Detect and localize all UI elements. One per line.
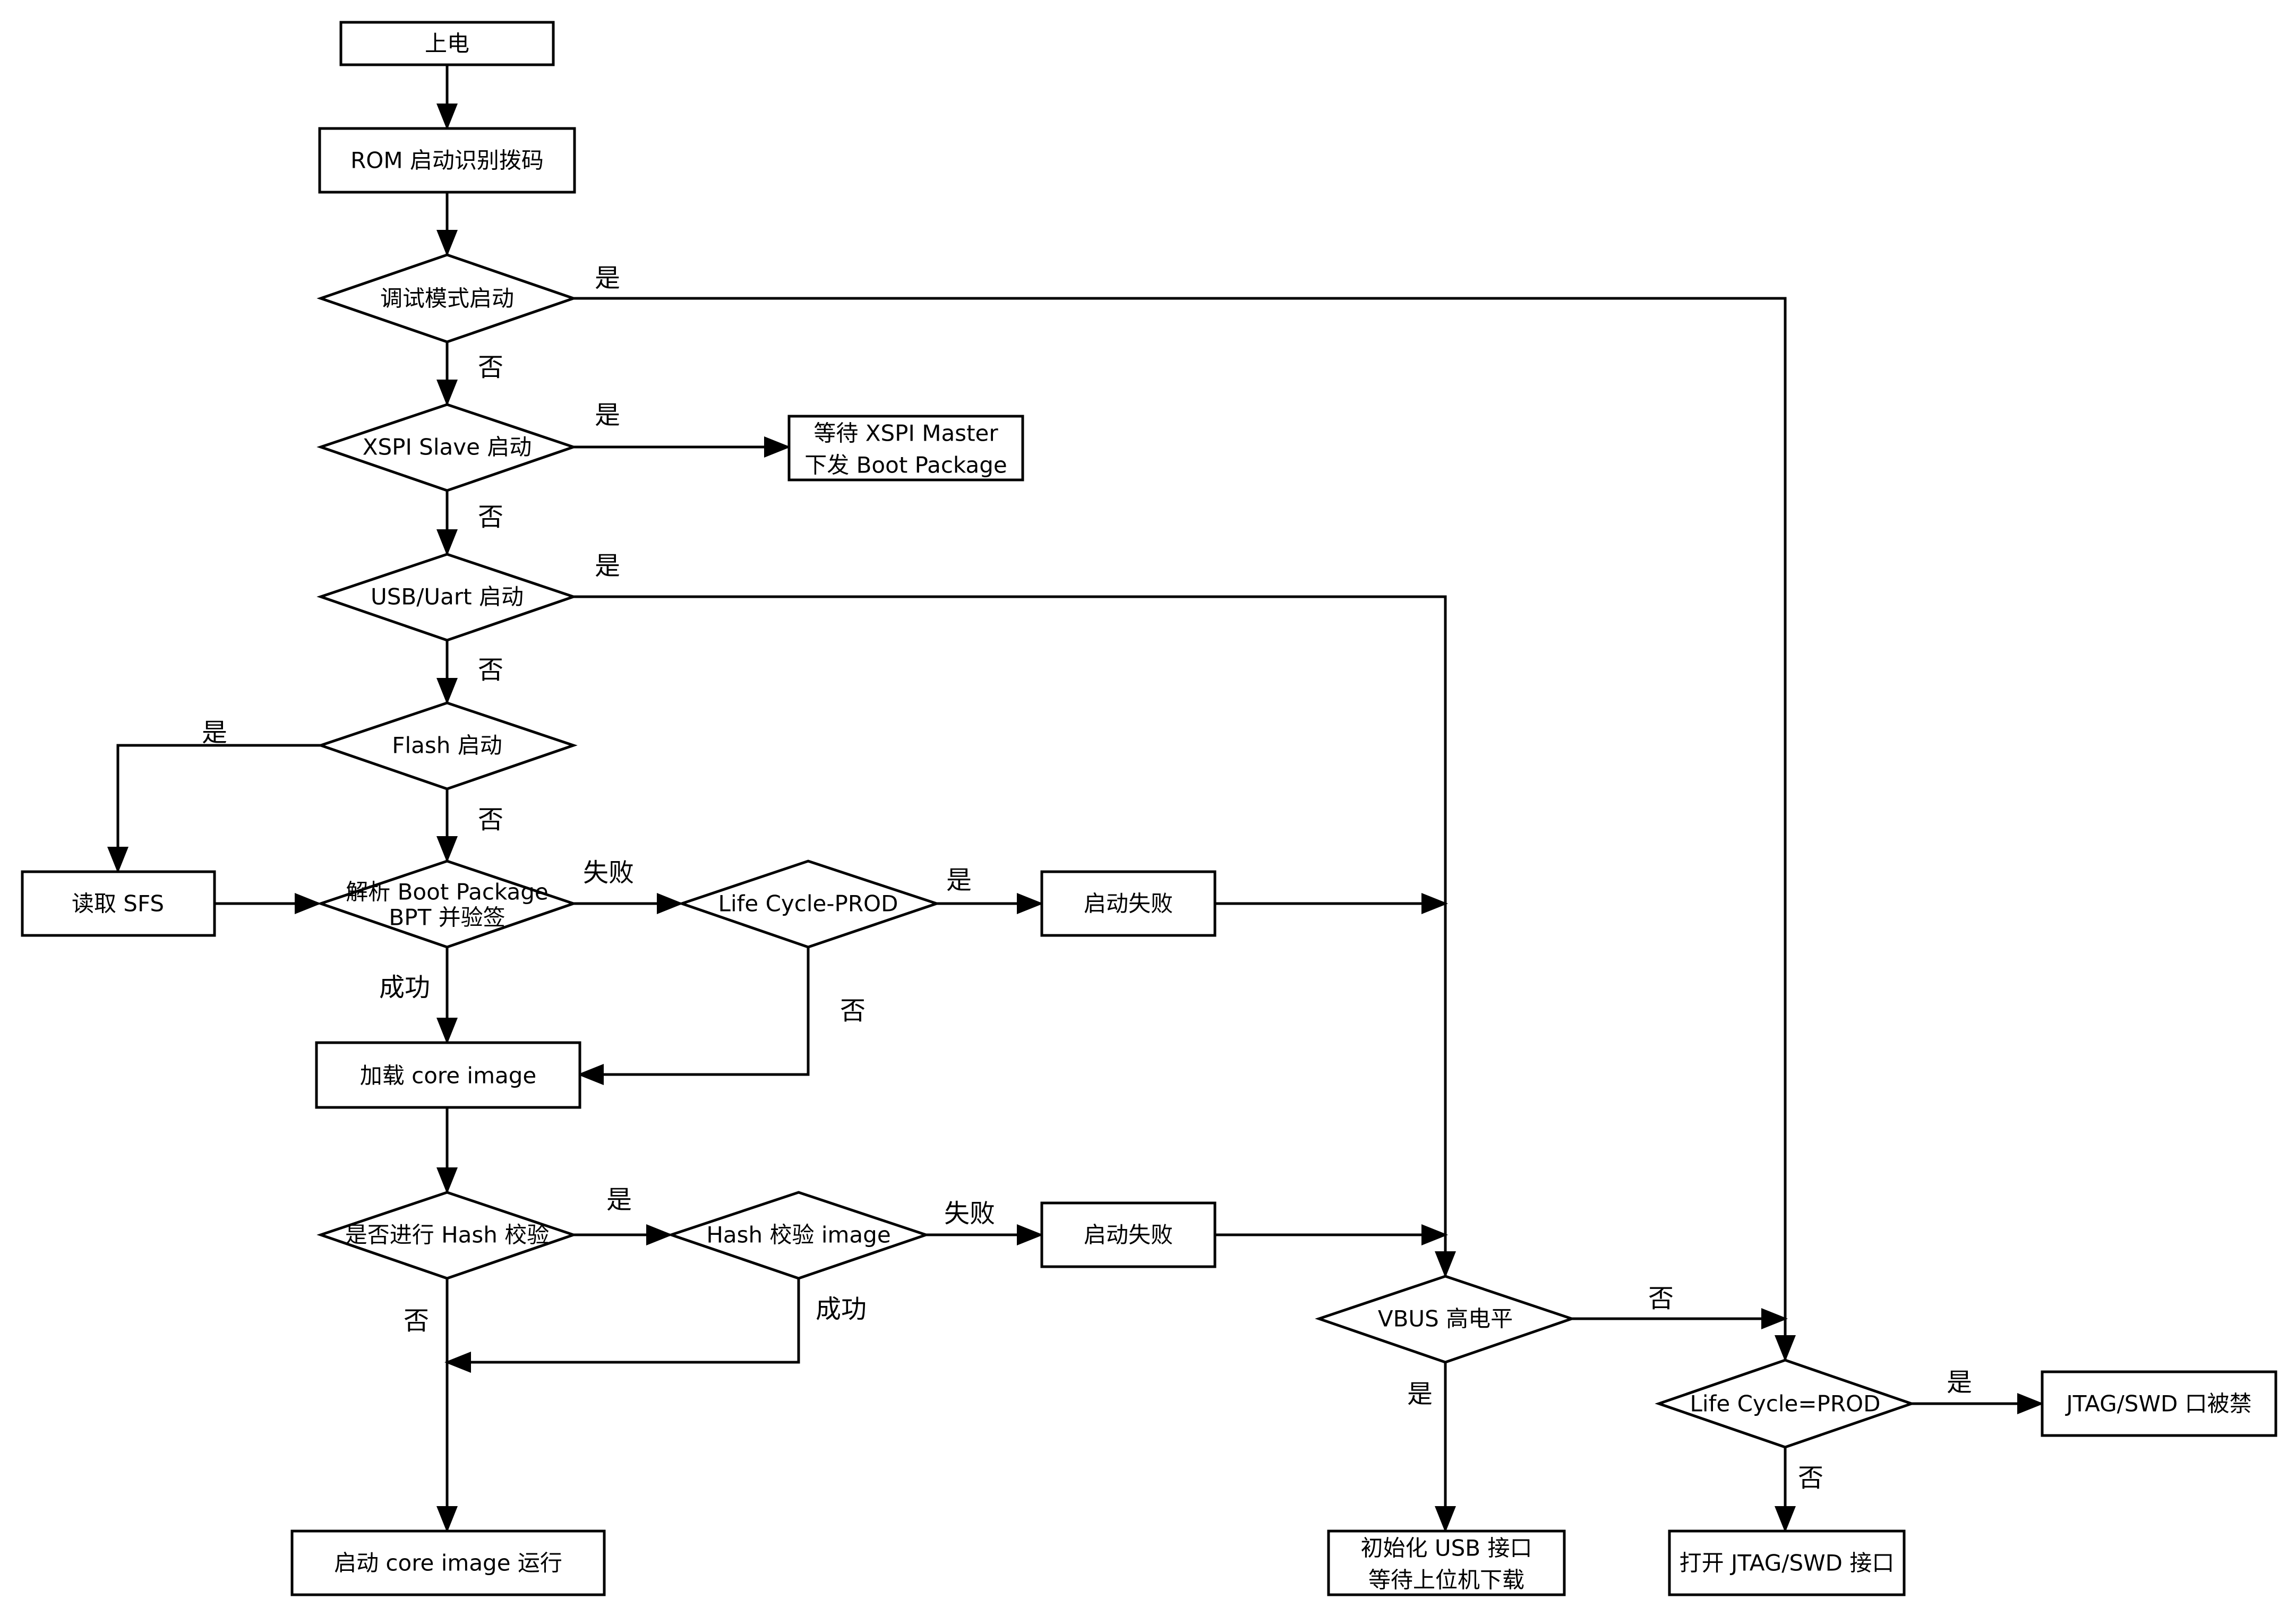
edge-hash-success	[444, 1278, 800, 1373]
node-jtag-disabled-label: JTAG/SWD 口被禁	[2064, 1391, 2251, 1417]
edge-label-flash-no: 否	[478, 805, 503, 835]
edge-label-lc2-yes: 是	[1947, 1368, 1972, 1397]
node-boot-fail-2-label: 启动失败	[1084, 1222, 1173, 1248]
node-lifecycle-prod-1-label: Life Cycle-PROD	[718, 891, 898, 917]
edge-label-xspi-no: 否	[478, 502, 503, 532]
node-boot-fail-1-label: 启动失败	[1084, 891, 1173, 917]
node-usb-uart-label: USB/Uart 启动	[371, 584, 524, 610]
edge-label-usb-yes: 是	[595, 551, 620, 581]
node-xspi-slave-label: XSPI Slave 启动	[363, 434, 532, 460]
node-wait-xspi-line2: 下发 Boot Package	[804, 452, 1007, 478]
node-flash-boot-label: Flash 启动	[392, 733, 502, 759]
node-run-core	[290, 1529, 606, 1596]
node-wait-xspi-line1: 等待 XSPI Master	[813, 420, 998, 446]
node-lifecycle-prod-1	[678, 859, 941, 949]
node-debug-boot	[316, 253, 578, 343]
edge-label-parse-fail: 失败	[583, 858, 634, 888]
edge-label-usb-no: 否	[478, 655, 503, 685]
node-load-core	[315, 1041, 581, 1109]
node-hash-verify	[667, 1191, 930, 1280]
node-read-sfs	[21, 870, 216, 937]
node-rom-boot	[318, 127, 576, 194]
edge-label-debug-no: 否	[478, 353, 503, 382]
node-lifecycle-prod-2-label: Life Cycle=PROD	[1690, 1391, 1881, 1417]
edge-flash-yes	[107, 744, 321, 873]
edge-label-flash-yes: 是	[202, 718, 227, 747]
node-read-sfs-label: 读取 SFS	[72, 891, 164, 917]
node-hash-check-q-label: 是否进行 Hash 校验	[345, 1222, 550, 1248]
edge-label-lc1-no: 否	[840, 996, 866, 1026]
node-boot-fail-1	[1040, 870, 1216, 937]
edge-label-xspi-yes: 是	[595, 400, 620, 430]
node-open-jtag	[1668, 1529, 1906, 1596]
node-lifecycle-prod-2	[1655, 1359, 1916, 1449]
node-vbus-high-label: VBUS 高电平	[1378, 1306, 1513, 1332]
node-flash-boot	[316, 701, 578, 790]
node-jtag-disabled	[2041, 1370, 2277, 1437]
node-parse-bpt	[316, 859, 578, 949]
edge-label-vbus-yes: 是	[1407, 1379, 1433, 1409]
node-parse-bpt-line1: 解析 Boot Package	[346, 879, 548, 905]
edge-label-vbus-no: 否	[1648, 1284, 1674, 1313]
edge-labels: 是 否 是 否 是 否 是 否 失败 成功 是 否 是 否 失败 成功 否 是 …	[202, 263, 1972, 1493]
node-xspi-slave	[316, 403, 578, 492]
edge-usb-yes	[573, 595, 1456, 1278]
node-boot-fail-2	[1040, 1201, 1216, 1268]
node-power-on-label: 上电	[425, 31, 469, 57]
nodes: 上电 ROM 启动识别拨码 调试模式启动 XSPI Slave 启动 等待 XS…	[21, 21, 2277, 1596]
edge-label-parse-success: 成功	[379, 973, 430, 1002]
node-parse-bpt-line2: BPT 并验签	[389, 905, 505, 931]
node-rom-boot-label: ROM 启动识别拨码	[350, 148, 544, 174]
node-init-usb	[1327, 1529, 1566, 1596]
node-power-on	[339, 21, 555, 66]
node-run-core-label: 启动 core image 运行	[334, 1550, 562, 1576]
node-usb-uart	[316, 553, 578, 642]
edge-label-lc1-yes: 是	[946, 865, 972, 895]
node-debug-boot-label: 调试模式启动	[380, 286, 514, 312]
edge-debug-yes	[573, 297, 1796, 1362]
edge-label-lc2-no: 否	[1798, 1463, 1823, 1493]
node-open-jtag-label: 打开 JTAG/SWD 接口	[1680, 1550, 1895, 1576]
edge-lc1-no	[577, 947, 810, 1085]
edge-label-hashq-no: 否	[404, 1306, 429, 1336]
node-init-usb-line1: 初始化 USB 接口	[1361, 1535, 1532, 1561]
node-init-usb-line2: 等待上位机下载	[1368, 1567, 1524, 1593]
edge-label-hashq-yes: 是	[606, 1185, 632, 1215]
edges	[107, 65, 2044, 1533]
node-vbus-high	[1315, 1275, 1576, 1364]
node-hash-verify-label: Hash 校验 image	[706, 1222, 890, 1248]
edge-label-hash-success: 成功	[816, 1294, 867, 1324]
edge-label-debug-yes: 是	[595, 263, 620, 293]
node-hash-check-q	[316, 1191, 578, 1280]
edge-label-hash-fail: 失败	[944, 1199, 995, 1228]
node-load-core-label: 加载 core image	[360, 1063, 537, 1089]
node-wait-xspi	[787, 415, 1024, 482]
